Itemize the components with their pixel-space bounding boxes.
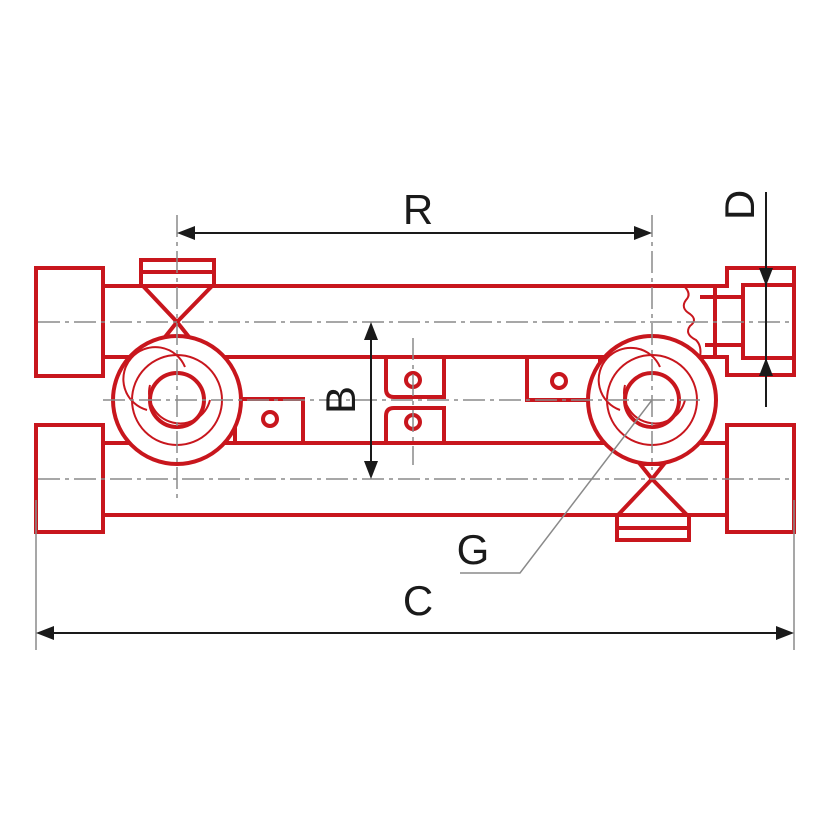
mounting-hole: [550, 372, 568, 390]
label-c: C: [403, 577, 433, 624]
left-bracket: [233, 397, 305, 445]
dimension-r: R: [177, 186, 652, 240]
label-b: B: [317, 386, 364, 414]
leader-g: G: [457, 399, 653, 574]
label-r: R: [403, 186, 433, 233]
right-bracket: [525, 355, 602, 402]
label-g: G: [457, 526, 490, 573]
center-bracket-top: [384, 355, 446, 399]
centerlines: [38, 215, 794, 500]
dimension-b: B: [317, 322, 378, 479]
dimension-c: C: [35, 500, 795, 650]
label-d: D: [716, 190, 763, 220]
mounting-hole: [261, 410, 279, 428]
bottom-valve: [613, 462, 692, 542]
center-bracket-bottom: [384, 406, 446, 445]
dimension-d: D: [716, 190, 773, 407]
break-line: [682, 285, 702, 358]
